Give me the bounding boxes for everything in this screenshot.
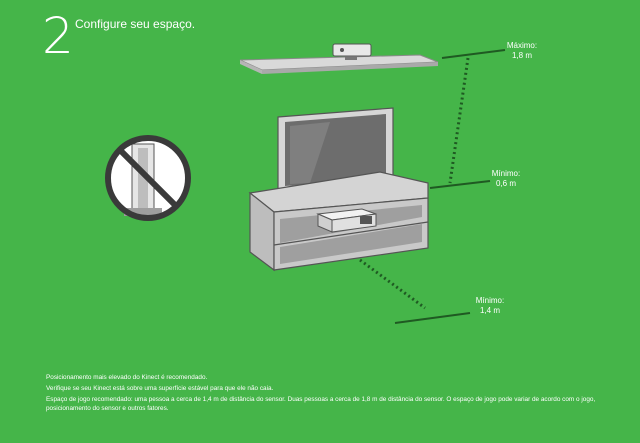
max-height-label: Máximo: 1,8 m bbox=[492, 41, 552, 61]
max-height-guide bbox=[448, 57, 470, 184]
wall-shelf bbox=[239, 54, 439, 74]
step-number: 2 bbox=[42, 7, 74, 65]
step-title: Configure seu espaço. bbox=[75, 17, 196, 31]
kinect-sensor-top bbox=[332, 43, 372, 60]
min-distance-line bbox=[394, 312, 471, 324]
notes: Posicionamento mais elevado do Kinect é … bbox=[46, 373, 606, 415]
min-distance-label: Mínimo: 1,4 m bbox=[460, 296, 520, 316]
min-distance-value: 1,4 m bbox=[479, 306, 500, 315]
note-item: Espaço de jogo recomendado: uma pessoa a… bbox=[46, 396, 596, 412]
min-distance-title: Mínimo: bbox=[475, 296, 505, 305]
min-height-value: 0,6 m bbox=[495, 179, 516, 188]
max-height-value: 1,8 m bbox=[511, 51, 532, 60]
max-height-title: Máximo: bbox=[506, 41, 538, 50]
distance-guide bbox=[359, 258, 426, 310]
max-height-line bbox=[441, 49, 506, 59]
tv bbox=[277, 107, 394, 194]
console bbox=[316, 208, 377, 233]
min-height-title: Mínimo: bbox=[491, 169, 521, 178]
note-item: Verifique se seu Kinect está sobre uma s… bbox=[46, 385, 274, 392]
min-height-line bbox=[429, 180, 491, 189]
no-vertical-console-icon bbox=[105, 135, 191, 221]
note-item: Posicionamento mais elevado do Kinect é … bbox=[46, 374, 208, 381]
min-height-label: Mínimo: 0,6 m bbox=[476, 169, 536, 189]
tv-stand bbox=[248, 171, 429, 272]
